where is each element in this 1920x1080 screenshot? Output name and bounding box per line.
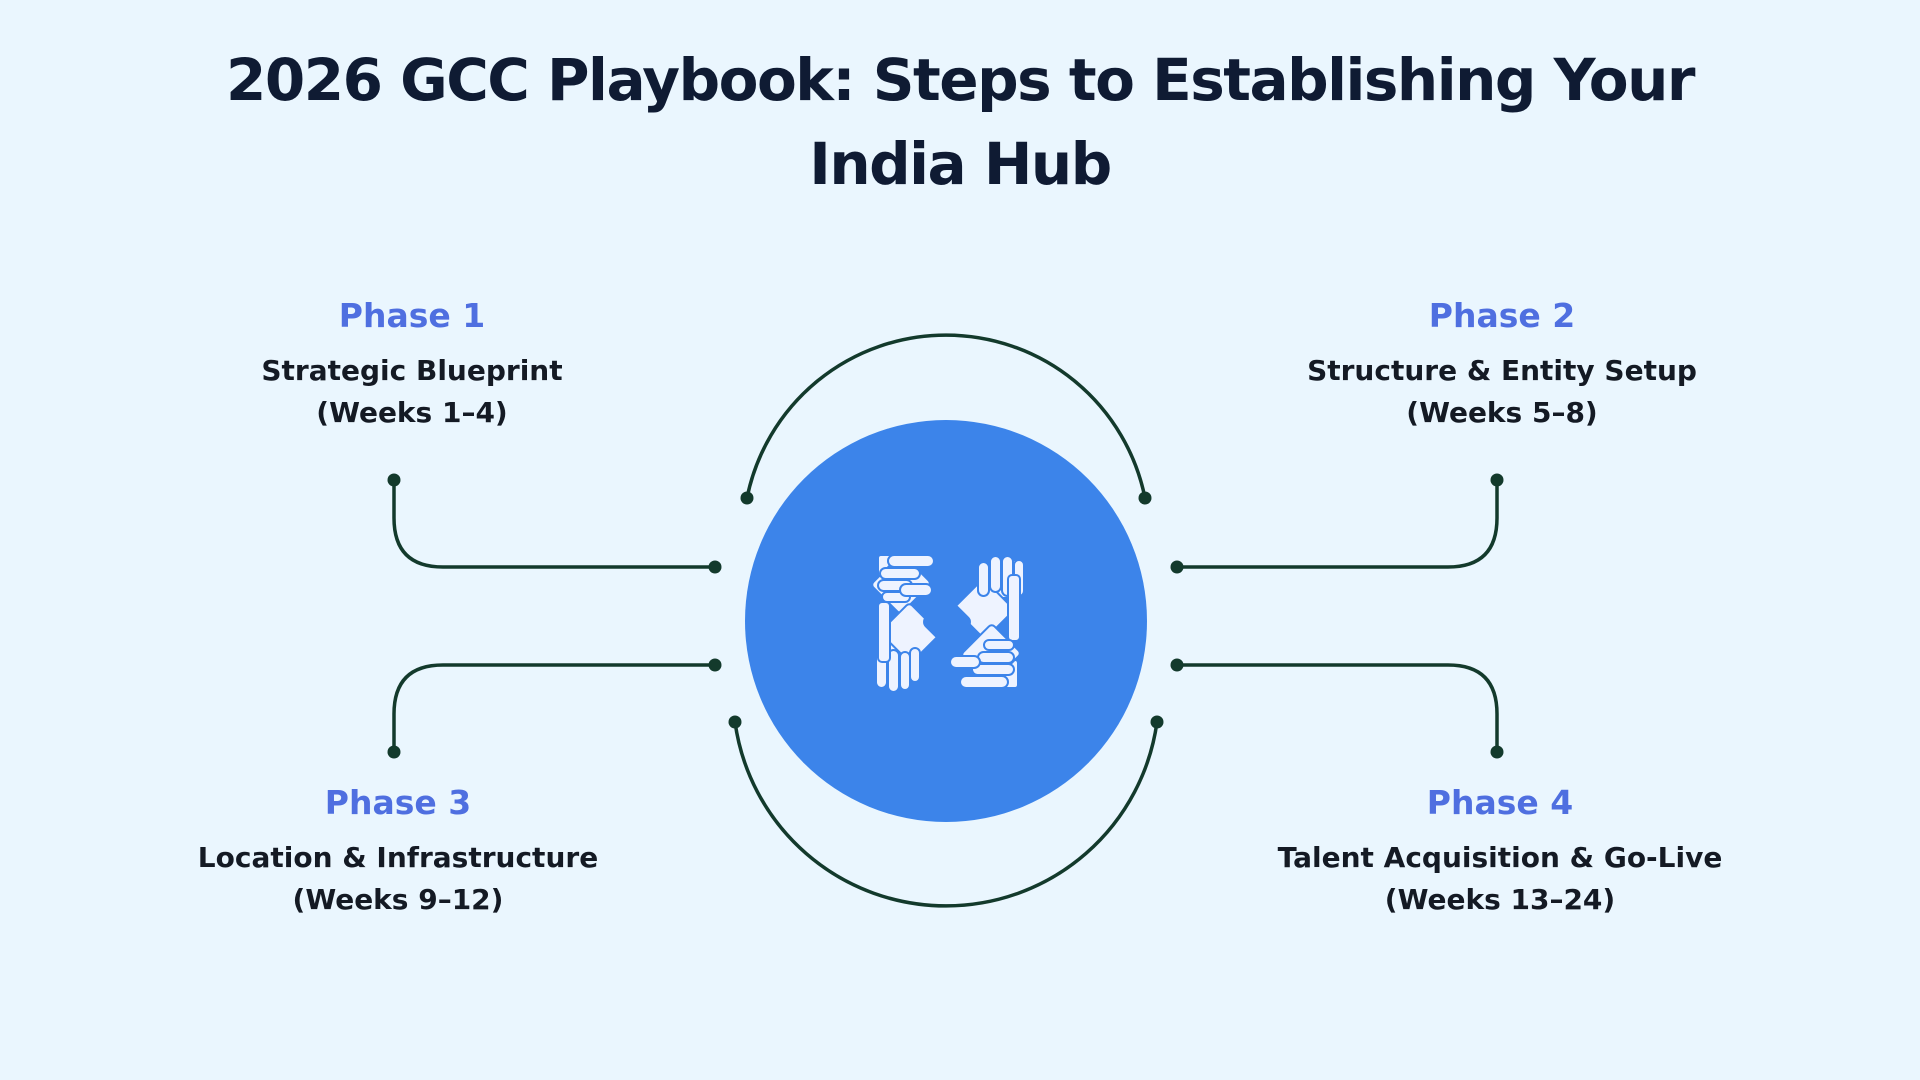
top-arc-left-dot [740, 491, 754, 505]
phase-1-end-dot [387, 473, 401, 487]
phase-4-weeks: (Weeks 13–24) [1384, 883, 1616, 916]
phase-4-start-dot [1170, 658, 1184, 672]
phase-4-name: Talent Acquisition & Go-Live [1277, 841, 1723, 874]
bottom-arc [733, 720, 1159, 908]
phase-2-name: Structure & Entity Setup [1307, 354, 1697, 387]
bottom-arc-left-dot [728, 715, 742, 729]
page-title: 2026 GCC Playbook: Steps to Establishing… [226, 46, 1696, 198]
phase-2-end-dot [1490, 473, 1504, 487]
phase-2-weeks: (Weeks 5–8) [1406, 396, 1598, 429]
phase-1-block: Phase 1 Strategic Blueprint (Weeks 1–4) [132, 296, 692, 434]
phase-1-start-dot [708, 560, 722, 574]
phase-3-start-dot [708, 658, 722, 672]
phase-3-connector [392, 663, 717, 754]
phase-4-label: Phase 4 [1426, 783, 1574, 822]
phase-3-end-dot [387, 745, 401, 759]
phase-4-block: Phase 4 Talent Acquisition & Go-Live (We… [1220, 783, 1780, 921]
phase-4-connector [1175, 663, 1499, 754]
phase-1-label: Phase 1 [338, 296, 486, 335]
phase-4-end-dot [1490, 745, 1504, 759]
phase-3-block: Phase 3 Location & Infrastructure (Weeks… [118, 783, 678, 921]
joined-hands-icon [871, 554, 1025, 693]
phase-3-name: Location & Infrastructure [197, 841, 599, 874]
phase-2-label: Phase 2 [1428, 296, 1576, 335]
top-arc [745, 333, 1147, 500]
bottom-arc-right-dot [1150, 715, 1164, 729]
phase-1-name: Strategic Blueprint [261, 354, 563, 387]
phase-1-connector [392, 478, 717, 569]
phase-3-label: Phase 3 [324, 783, 472, 822]
hands-center-gap [923, 598, 971, 646]
phase-2-connector [1175, 478, 1499, 569]
hand-bottom-right [949, 624, 1021, 689]
phase-2-block: Phase 2 Structure & Entity Setup (Weeks … [1222, 296, 1782, 434]
phase-2-start-dot [1170, 560, 1184, 574]
top-arc-right-dot [1138, 491, 1152, 505]
phase-1-weeks: (Weeks 1–4) [316, 396, 508, 429]
hand-top-left [871, 554, 935, 614]
phase-3-weeks: (Weeks 9–12) [292, 883, 504, 916]
